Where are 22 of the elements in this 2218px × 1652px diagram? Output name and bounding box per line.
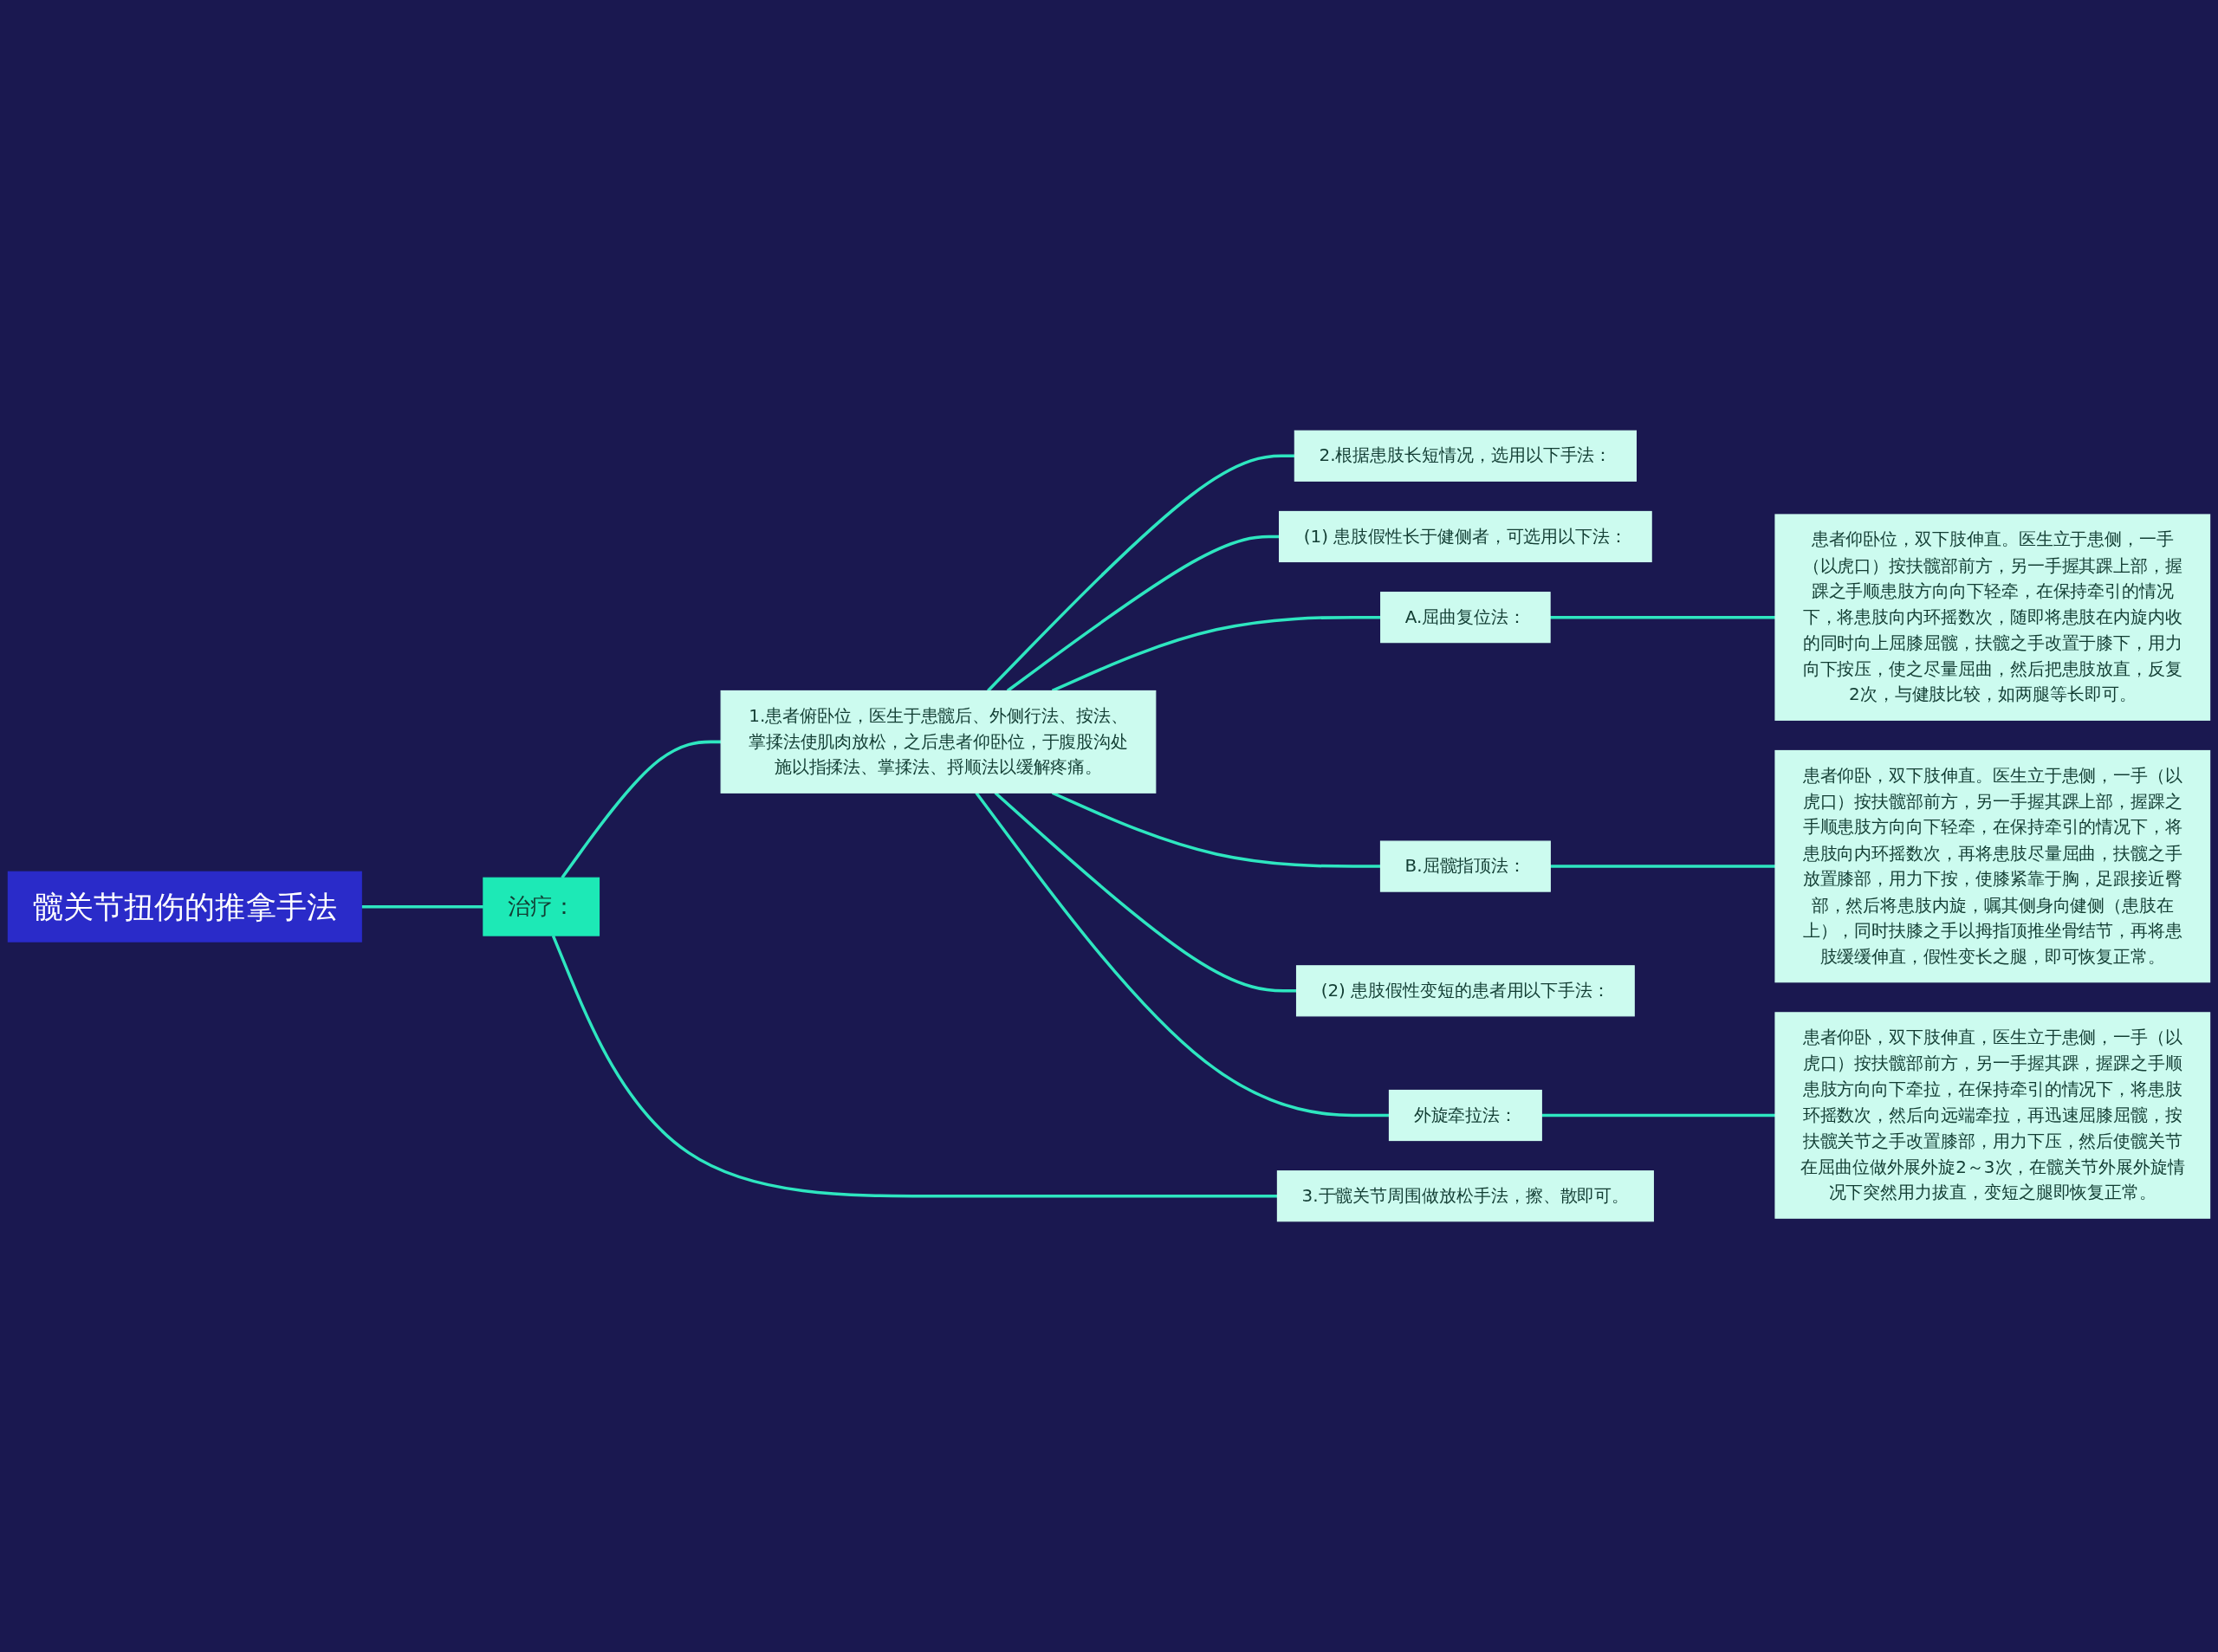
node-box: 髋关节扭伤的推拿手法 — [7, 871, 362, 943]
node-box: 1.患者俯卧位，医生于患髋后、外侧行法、按法、掌揉法使肌肉放松，之后患者仰卧位，于腹股沟处施以指揉法、掌揉法、捋顺法以缓解疼痛。 — [720, 690, 1157, 794]
connector — [987, 454, 1295, 692]
connector — [1541, 1113, 1775, 1118]
node-box: 治疗： — [483, 877, 600, 936]
node-box: 患者仰卧位，双下肢伸直。医生立于患侧，一手（以虎口）按扶髋部前方，另一手握其踝上部，握踝之手顺患肢方向向下轻牵，在保持牵引的情况下，将患肢向内环摇数次，随即将患肢在内旋内收的同时向上屈膝屈髋，扶髋之手改置于膝下，用力向下按压，使之尽量屈曲，然后把患肢放直，反复2次，与健肢比较，如两腿等长即可。 — [1774, 514, 2211, 721]
node-box: 患者仰卧，双下肢伸直。医生立于患侧，一手（以虎口）按扶髋部前方，另一手握其踝上部，握踝之手顺患肢方向向下轻牵，在保持牵引的情况下，将患肢向内环摇数次，再将患肢尽量屈曲，扶髋之手放置膝部，用力下按，使膝紧靠于胸，足跟接近臀部，然后将患肢内旋，嘱其侧身向健侧（患肢在上），同时扶膝之手以拇指顶推坐骨结节，再将患肢缓缓伸直，假性变长之腿，即可恢复正常。 — [1774, 749, 2211, 983]
node-box: (1) 患肢假性长于健侧者，可选用以下法： — [1279, 510, 1652, 563]
connector — [561, 740, 722, 879]
node-box: 外旋牵拉法： — [1388, 1089, 1542, 1142]
node-box: 患者仰卧，双下肢伸直，医生立于患侧，一手（以虎口）按扶髋部前方，另一手握其踝，握踝之手顺患肢方向向下牵拉，在保持牵引的情况下，将患肢环摇数次，然后向远端牵拉，再迅速屈膝屈髋，按扶髋关节之手改置膝部，用力下压，然后使髋关节在屈曲位做外展外旋2～3次，在髋关节外展外旋情况下突然用力拔直，变短之腿即恢复正常。 — [1774, 1012, 2211, 1219]
connector — [975, 792, 1390, 1118]
node-box: 2.根据患肢长短情况，选用以下手法： — [1294, 430, 1637, 482]
node-box: (2) 患肢假性变短的患者用以下手法： — [1295, 965, 1635, 1017]
node-box: A.屈曲复位法： — [1380, 592, 1551, 644]
node-box: 3.于髋关节周围做放松手法，擦、散即可。 — [1276, 1170, 1654, 1222]
connector — [361, 904, 483, 909]
connector — [1006, 534, 1280, 692]
connector — [551, 935, 1278, 1198]
node-box: B.屈髋指顶法： — [1379, 840, 1551, 892]
connector — [1550, 615, 1775, 619]
connector — [1550, 865, 1775, 868]
